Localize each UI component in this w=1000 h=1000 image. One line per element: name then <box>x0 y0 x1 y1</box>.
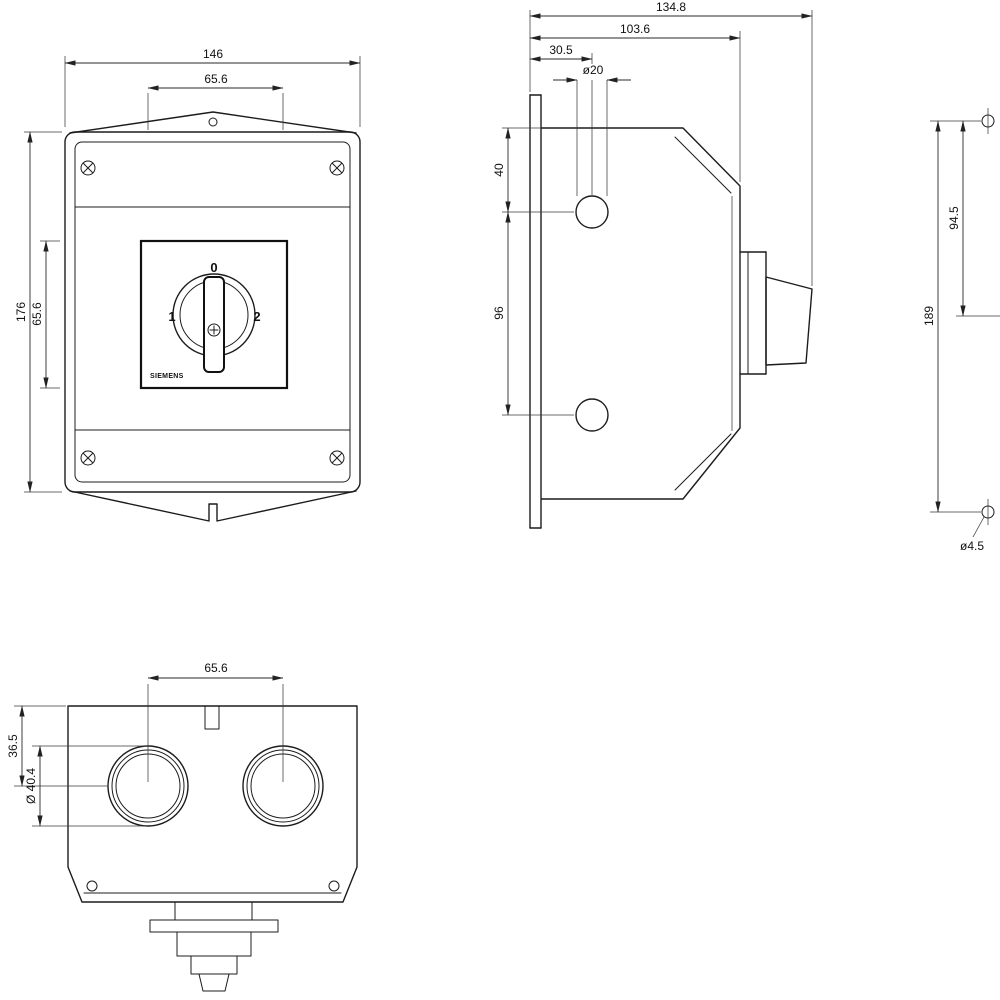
front-enclosure-inner <box>74 141 351 483</box>
front-view: 0 1 2 SIEMENS 146 65.6 176 <box>14 47 361 522</box>
dim-front-width-label: 146 <box>203 47 223 61</box>
brand-label: SIEMENS <box>150 373 184 380</box>
front-bottom-gable <box>69 490 357 522</box>
dim-mounting-full-label: 189 <box>922 306 936 326</box>
front-top-gable <box>69 111 357 134</box>
dim-side-body-depth: 103.6 <box>529 22 741 182</box>
dim-side-total-depth: 134.8 <box>529 0 813 286</box>
corner-screw <box>329 160 345 176</box>
dim-side-hole-dia-label: ø20 <box>583 63 604 77</box>
corner-screw <box>80 450 96 466</box>
bottom-view: 65.6 36.5 Ø 40.4 <box>6 661 358 992</box>
side-view: 134.8 103.6 30.5 ø20 40 <box>492 0 813 529</box>
switch-pos-1-label: 1 <box>168 309 175 324</box>
dim-mounting-half: 94.5 <box>947 120 966 317</box>
dim-front-height: 176 <box>14 131 62 493</box>
bottom-screw <box>86 880 98 892</box>
side-hole-bottom <box>575 398 609 432</box>
dim-side-hole-spacing-label: 96 <box>492 306 506 320</box>
side-handle <box>739 251 813 375</box>
mounting-hole-pattern: 94.5 189 ø4.5 <box>922 108 1000 553</box>
dim-bottom-hole-dia-label: Ø 40.4 <box>24 768 38 804</box>
dim-mounting-dia: ø4.5 <box>960 516 984 553</box>
dim-bottom-hole-spacing: 65.6 <box>147 661 284 782</box>
bottom-body-outline <box>67 705 358 903</box>
corner-screw <box>329 450 345 466</box>
dim-front-plate-height: 65.6 <box>30 240 60 389</box>
dim-side-top-to-hole: 40 <box>492 127 574 213</box>
switch-pos-2-label: 2 <box>253 309 260 324</box>
bottom-top-notch <box>204 705 220 730</box>
dim-side-body-depth-label: 103.6 <box>620 22 650 36</box>
front-gable-hole <box>208 117 218 127</box>
dim-mounting-half-label: 94.5 <box>947 206 961 230</box>
side-rear-wall <box>529 94 542 529</box>
dim-bottom-edge-to-center-label: 36.5 <box>6 734 20 758</box>
dim-side-hole-dia: ø20 <box>553 63 631 196</box>
side-hole-top <box>575 195 609 229</box>
dim-front-height-label: 176 <box>14 302 28 322</box>
dim-bottom-edge-to-center: 36.5 <box>6 705 108 787</box>
switch-pos-0-label: 0 <box>210 260 217 275</box>
knob-screw <box>207 323 221 337</box>
corner-screw <box>80 160 96 176</box>
dim-side-top-to-hole-label: 40 <box>492 163 506 177</box>
dim-bottom-hole-dia: Ø 40.4 <box>24 745 148 827</box>
dim-side-hole-offset: 30.5 <box>529 43 593 64</box>
dim-front-plate-height-label: 65.6 <box>30 302 44 326</box>
dim-side-total-depth-label: 134.8 <box>656 0 686 14</box>
dim-side-hole-spacing: 96 <box>492 211 574 416</box>
dim-mounting-full: 189 <box>922 120 941 513</box>
bottom-screw <box>328 880 340 892</box>
dim-front-hole-spacing: 65.6 <box>147 72 284 130</box>
dim-side-hole-offset-label: 30.5 <box>549 43 573 57</box>
dim-front-hole-spacing-label: 65.6 <box>204 72 228 86</box>
dim-front-width: 146 <box>64 47 361 127</box>
dim-bottom-hole-spacing-label: 65.6 <box>204 661 228 675</box>
side-body-outline <box>540 127 741 500</box>
bottom-shaft <box>149 901 279 992</box>
dim-mounting-dia-label: ø4.5 <box>960 539 984 553</box>
front-enclosure-outline <box>64 131 361 493</box>
rotary-switch: 0 1 2 SIEMENS <box>139 239 289 390</box>
